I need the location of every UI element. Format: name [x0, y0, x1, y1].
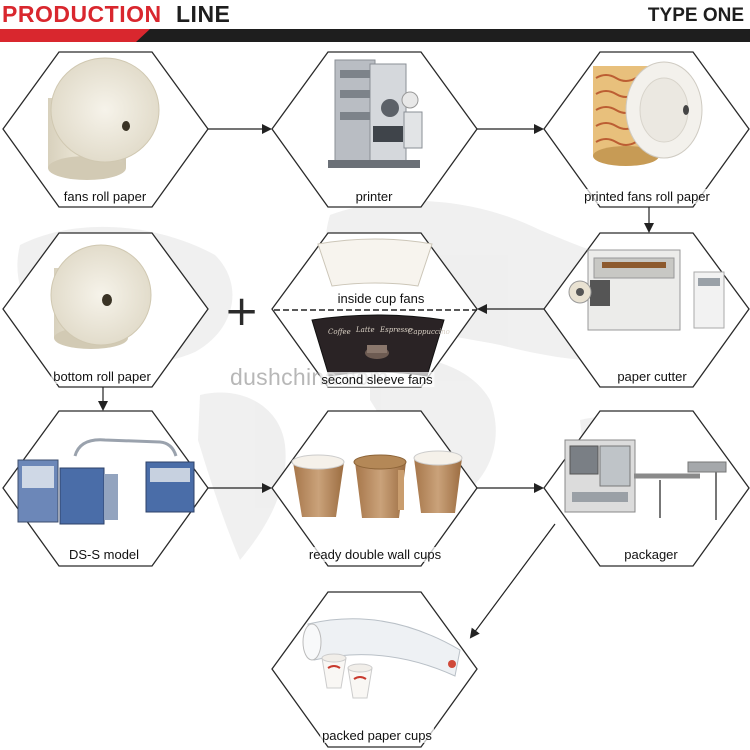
bottom-roll-paper-image	[50, 244, 152, 349]
printed-fans-roll-image	[593, 61, 703, 166]
sleeve-print-coffee: Coffee	[328, 328, 351, 336]
ds-s-model-machine-image	[17, 438, 195, 525]
title-production: PRODUCTION	[2, 1, 162, 27]
label-second-sleeve-fans: second sleeve fans	[319, 372, 435, 387]
plus-symbol: +	[224, 286, 260, 335]
inside-cup-fans-image	[317, 238, 433, 287]
label-inside-cup-fans: inside cup fans	[335, 291, 427, 306]
label-packed-paper-cups: packed paper cups	[320, 728, 434, 743]
second-sleeve-fans-image: Coffee Latte Espresso Cappuccino	[311, 314, 450, 377]
double-wall-cups-image	[291, 450, 463, 518]
printer-machine-image	[328, 59, 423, 168]
sleeve-print-latte: Latte	[355, 326, 375, 334]
title-type-one: TYPE ONE	[647, 5, 744, 26]
fans-roll-paper-image	[48, 57, 160, 180]
packager-machine-image	[564, 439, 727, 520]
label-ready-double-wall-cups: ready double wall cups	[306, 547, 444, 562]
label-printed-fans-roll-paper: printed fans roll paper	[582, 189, 712, 204]
sleeve-print-espresso: Espresso	[379, 326, 412, 334]
sleeve-print-cappuccino: Cappuccino	[408, 328, 450, 336]
label-fans-roll-paper: fans roll paper	[61, 189, 149, 204]
header-bar	[0, 29, 750, 42]
label-bottom-roll-paper: bottom roll paper	[51, 369, 153, 384]
header: PRODUCTION LINE TYPE ONE	[0, 0, 750, 48]
label-printer: printer	[353, 189, 395, 204]
paper-cutter-image	[568, 249, 725, 331]
label-paper-cutter: paper cutter	[615, 369, 689, 384]
packed-paper-cups-image	[302, 618, 461, 699]
label-packager: packager	[622, 547, 680, 562]
title-line: LINE	[176, 1, 231, 27]
label-ds-s-model: DS-S model	[66, 547, 142, 562]
arrow-packager-to-packed	[469, 523, 556, 639]
